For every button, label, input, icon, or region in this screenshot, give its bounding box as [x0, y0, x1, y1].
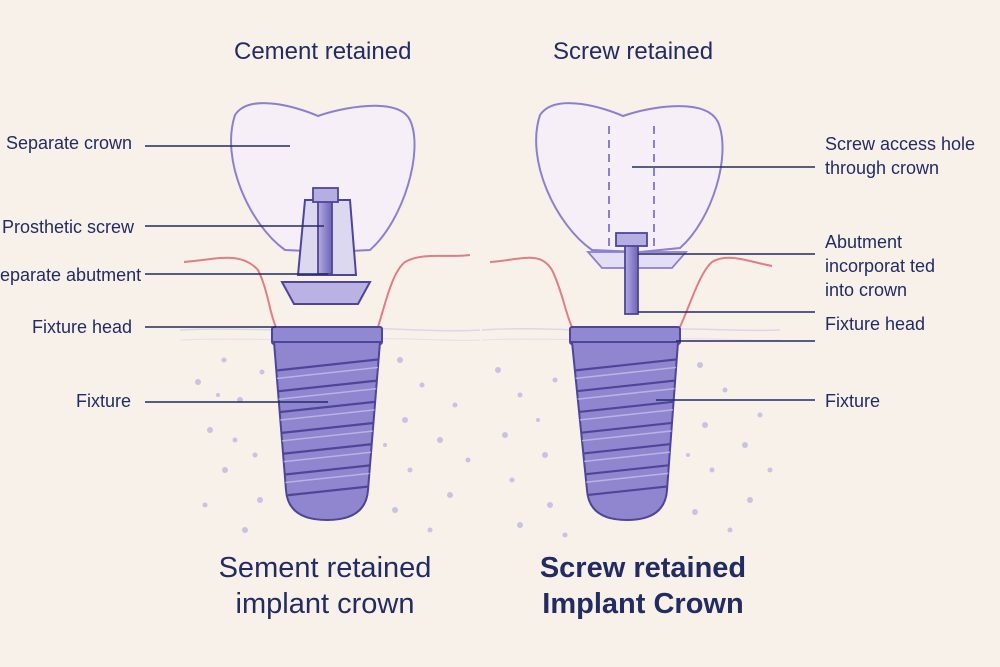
- label-screw-access-hole: Screw access hole through crown: [825, 134, 976, 178]
- gum-line-left: [183, 256, 277, 328]
- prosthetic-screw-head: [312, 187, 339, 203]
- caption-cement-line2: implant crown: [235, 588, 415, 620]
- abutment-screw-shaft: [624, 243, 639, 315]
- cement-retained-illustration: [145, 102, 471, 522]
- tissue-layer: [179, 327, 781, 342]
- label-separate-crown: Separate crown: [6, 133, 133, 153]
- caption-cement-line1: Sement retained: [218, 552, 432, 584]
- heading-cement-retained: Cement retained: [234, 38, 412, 65]
- label-fixture-left: Fixture: [76, 391, 132, 411]
- bone-dots: [195, 357, 773, 538]
- label-separate-abutment: eparate abutment: [0, 265, 142, 285]
- label-abutment-in-crown: Abutment incorporat ted into crown: [825, 232, 936, 300]
- abutment-screw-head: [615, 232, 648, 247]
- prosthetic-screw-shaft: [317, 197, 333, 275]
- caption-screw-line2: Implant Crown: [542, 588, 744, 620]
- label-fixture-head-right: Fixture head: [825, 314, 926, 334]
- label-fixture-right: Fixture: [825, 391, 881, 411]
- screw-retained-crown-shape: [535, 102, 724, 254]
- gum-line-left-right: [377, 254, 471, 328]
- separate-crown-shape: [230, 102, 416, 254]
- screw-retained-illustration: [489, 102, 815, 522]
- label-prosthetic-screw: Prosthetic screw: [2, 217, 135, 237]
- heading-screw-retained: Screw retained: [553, 38, 714, 65]
- gum-line-right-right: [679, 256, 773, 328]
- abutment-base: [280, 281, 372, 305]
- caption-screw-line1: Screw retained: [539, 552, 747, 584]
- label-fixture-head-left: Fixture head: [32, 317, 133, 337]
- gum-line-right-left: [489, 256, 573, 328]
